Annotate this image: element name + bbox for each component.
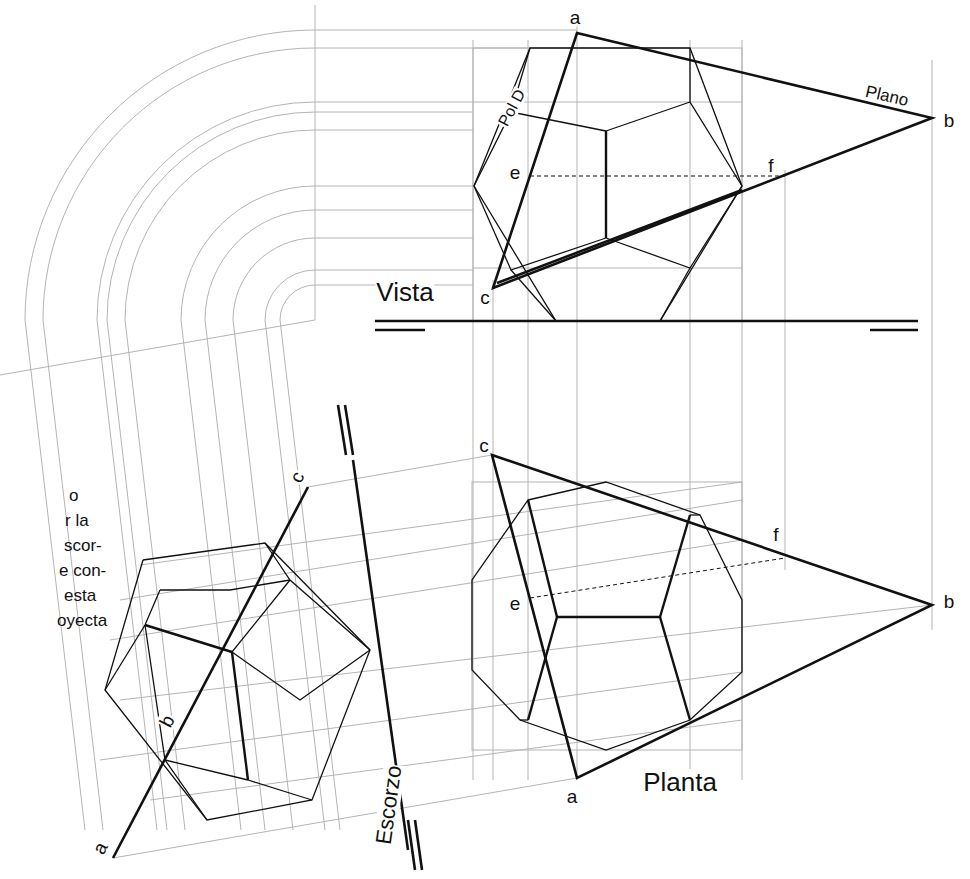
- point-letter: a: [569, 8, 582, 27]
- dodecahedron-outline-part: [165, 760, 248, 780]
- view-title: Escorzo: [372, 763, 405, 847]
- point-letter: e: [509, 594, 522, 613]
- construction-lines-part: [315, 5, 316, 320]
- construction-lines-part: [473, 268, 742, 269]
- note-fragment: oyecta: [56, 612, 108, 629]
- dodecahedron-outline-part: [690, 48, 742, 186]
- construction-lines-part: [140, 482, 742, 565]
- construction-lines-part: [181, 186, 473, 830]
- point-letter: e: [509, 163, 522, 182]
- view-title: Planta: [642, 769, 718, 795]
- visible-edges: [145, 131, 690, 780]
- section-plane-part: [408, 820, 415, 870]
- construction-lines-part: [0, 320, 315, 375]
- dodecahedron-outline-part: [520, 719, 528, 720]
- polygon-label: Pol D: [495, 86, 528, 130]
- section-plane-part: [375, 329, 425, 332]
- visible-edges-part: [232, 652, 248, 780]
- visible-edges-part: [557, 616, 660, 618]
- section-plane-part: [345, 405, 353, 455]
- plane-label: Plano: [863, 83, 911, 110]
- point-letter: f: [767, 156, 774, 175]
- construction-lines-part: [25, 30, 577, 830]
- dodecahedron-outline-part: [690, 514, 700, 515]
- construction-lines-part: [233, 238, 473, 830]
- construction-lines-part: [110, 540, 742, 640]
- visible-edges-part: [145, 625, 232, 652]
- section-plane: [113, 33, 932, 870]
- section-plane-part: [375, 320, 918, 323]
- construction-lines-part: [43, 48, 530, 830]
- construction-lines-part: [265, 270, 473, 830]
- note-fragment: esta: [63, 587, 97, 604]
- point-letter: b: [943, 111, 956, 130]
- dodecahedron-outline-part: [145, 580, 290, 652]
- point-letter: c: [286, 467, 308, 486]
- dodecahedron-outline: [105, 48, 742, 820]
- construction-lines-part: [785, 170, 786, 570]
- construction-lines-part: [107, 112, 473, 830]
- construction-lines-part: [125, 130, 473, 830]
- dashed-line: [530, 176, 785, 598]
- dodecahedron-outline-part: [265, 543, 370, 650]
- dodecahedron-outline-part: [232, 650, 370, 700]
- section-plane-part: [338, 405, 346, 455]
- dashed-line-part: [530, 176, 785, 177]
- construction-lines-part: [100, 672, 742, 760]
- point-letter: c: [479, 288, 491, 307]
- dodecahedron-outline-part: [145, 625, 207, 820]
- note-fragment: r la: [64, 512, 90, 529]
- point-letter: f: [772, 525, 779, 544]
- dodecahedron-outline-part: [474, 186, 511, 270]
- point-letter: a: [89, 838, 112, 858]
- dodecahedron-outline-part: [474, 48, 530, 186]
- point-letter: c: [478, 436, 490, 455]
- dodecahedron-outline-part: [105, 590, 160, 690]
- visible-edges-part: [528, 617, 557, 720]
- construction-lines-part: [205, 210, 473, 830]
- visible-edges-part: [660, 617, 690, 720]
- construction-lines-part: [97, 102, 473, 830]
- note-fragment: e con-: [58, 562, 107, 579]
- dodecahedron-outline-part: [248, 780, 312, 800]
- section-plane-part: [415, 820, 422, 870]
- visible-edges-part: [605, 131, 607, 238]
- section-plane-part: [492, 455, 932, 778]
- dodecahedron-outline-part: [511, 112, 606, 131]
- visible-edges-part: [660, 515, 690, 617]
- point-letter: b: [156, 711, 179, 731]
- construction-lines-part: [577, 25, 578, 780]
- construction-lines: [0, 5, 932, 858]
- dodecahedron-outline-part: [105, 543, 370, 820]
- section-plane-part: [493, 33, 932, 288]
- construction-lines-part: [493, 280, 494, 780]
- point-letter: a: [566, 787, 579, 806]
- construction-lines-part: [690, 40, 691, 780]
- construction-lines-part: [528, 40, 529, 780]
- construction-lines-part: [308, 455, 492, 487]
- dashed-line-part: [530, 558, 785, 598]
- view-title: Vista: [375, 279, 434, 305]
- visible-edges-part: [528, 500, 557, 617]
- point-letter: b: [943, 592, 956, 611]
- note-fragment: o: [68, 487, 79, 504]
- dodecahedron-outline-part: [660, 268, 690, 321]
- construction-lines-part: [150, 720, 742, 800]
- construction-lines-part: [932, 60, 933, 630]
- section-plane-part: [113, 487, 308, 858]
- section-plane-part: [353, 460, 408, 850]
- dodecahedron-outline-part: [160, 580, 290, 590]
- construction-lines-part: [280, 285, 473, 830]
- section-plane-part: [870, 329, 918, 332]
- dodecahedron-outline-part: [472, 482, 742, 750]
- note-fragment: scor-: [63, 537, 103, 554]
- construction-lines-part: [120, 605, 932, 700]
- section-plane-part: [497, 190, 742, 283]
- construction-lines-part: [113, 778, 577, 858]
- dodecahedron-outline-part: [606, 102, 690, 131]
